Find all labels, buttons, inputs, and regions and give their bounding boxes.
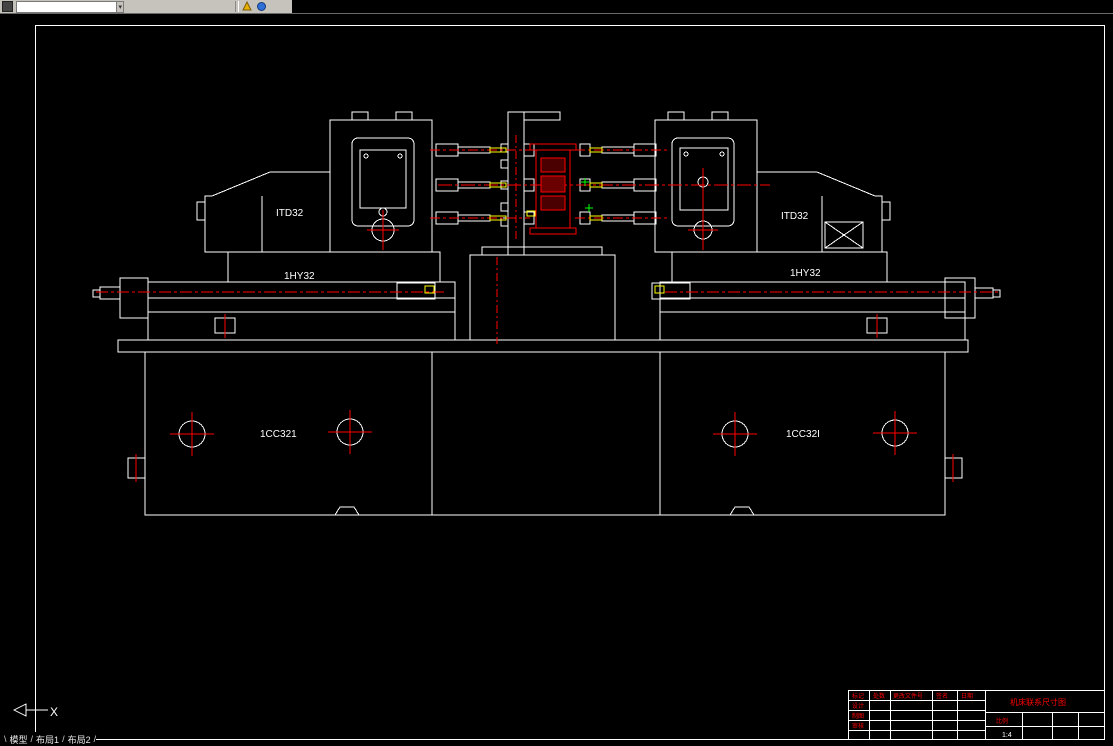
tb-drawing-title: 机床联系尺寸图	[1010, 697, 1066, 707]
label-left-head: ITD32	[276, 208, 304, 219]
dropdown-arrow-icon[interactable]: ▾	[116, 1, 123, 12]
markers	[581, 178, 593, 212]
tb-header-0: 标记	[852, 692, 864, 700]
toolbar-dropdown[interactable]: ▾	[16, 0, 124, 13]
tb-header-3: 签名	[936, 692, 948, 700]
tb-header-4: 日期	[961, 692, 973, 700]
tb-row-1: 制图	[852, 712, 864, 720]
tb-header-2: 更改文件号	[893, 692, 923, 700]
tb-header-1: 处数	[873, 692, 885, 700]
sheet-border	[35, 25, 1105, 740]
tab-model[interactable]: 模型	[9, 734, 28, 745]
tab-layout1[interactable]: 布局1	[36, 734, 60, 745]
label-right-head: ITD32	[781, 211, 809, 222]
tb-scale-label: 比例	[996, 717, 1008, 725]
tab-separator: /	[62, 734, 65, 744]
toolbar-left-group: ▾	[0, 0, 292, 13]
view-icon[interactable]	[242, 1, 253, 12]
label-left-slide: 1HY32	[284, 271, 315, 282]
tb-scale-value: 1:4	[1002, 732, 1012, 739]
machine-geometry	[92, 111, 1001, 516]
tb-row-2: 审核	[852, 722, 864, 730]
title-block: 标记 处数 更改文件号 签名 日期 设计 制图 审核 比例 机床联系尺寸图 1:…	[848, 690, 1105, 740]
tab-separator: /	[30, 734, 34, 744]
tab-separator: /	[93, 734, 97, 744]
ucs-x-label: X	[50, 705, 58, 719]
label-left-bed: 1CC321	[260, 429, 297, 440]
ucs-icon: X	[12, 703, 58, 719]
shade-icon[interactable]	[256, 1, 267, 12]
tb-row-0: 设计	[852, 702, 864, 710]
label-right-bed: 1CC32I	[786, 429, 820, 440]
tab-separator: \	[4, 734, 7, 744]
label-right-slide: 1HY32	[790, 268, 821, 279]
tooling	[424, 147, 665, 294]
workpiece	[529, 143, 577, 235]
machine-labels: ITD32 ITD32 1HY32 1HY32 1CC321 1CC32I	[260, 208, 821, 440]
app-icon[interactable]	[2, 1, 13, 12]
tab-layout2[interactable]: 布局2	[67, 734, 91, 745]
toolbar: ▾	[0, 0, 1113, 14]
toolbar-separator	[235, 1, 239, 12]
layout-tab-bar: \ 模型 / 布局1 / 布局2 /	[0, 732, 97, 746]
centerlines	[96, 135, 1000, 482]
